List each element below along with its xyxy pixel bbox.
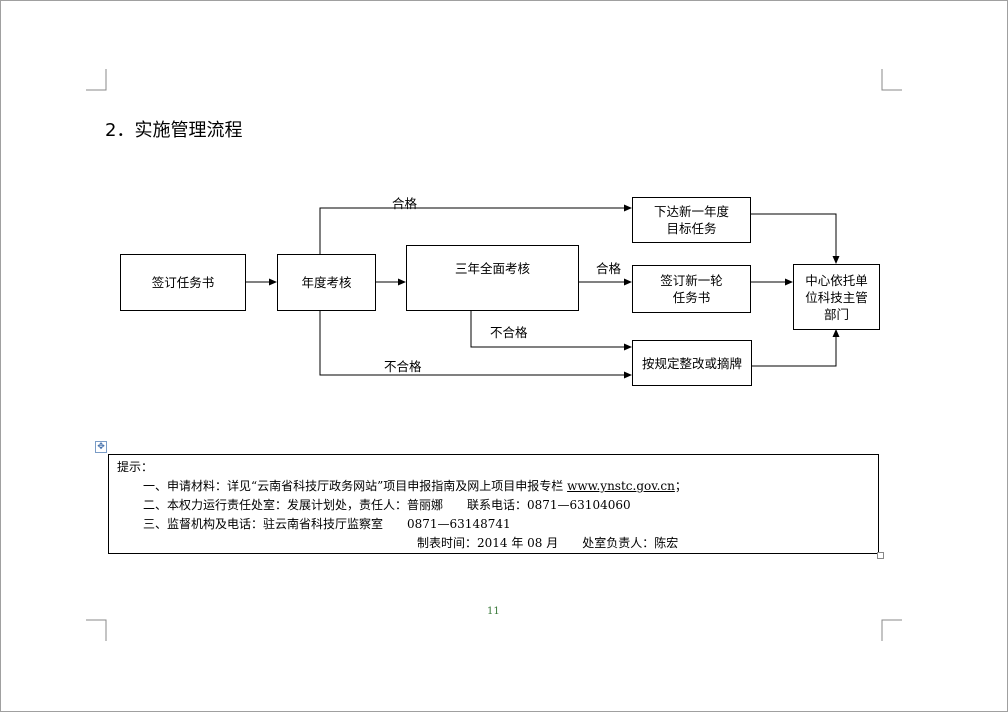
ynstc-link[interactable]: www.ynstc.gov.cn xyxy=(567,479,675,493)
box-rectify: 按规定整改或摘牌 xyxy=(632,340,752,386)
label-pass-top: 合格 xyxy=(392,196,418,211)
box-new-year-task: 下达新一年度 目标任务 xyxy=(632,197,751,243)
table-resize-handle[interactable] xyxy=(877,552,884,559)
tips-line-4: 制表时间：2014 年 08 月 处室负责人：陈宏 xyxy=(417,536,679,550)
tips-line-1-suffix: ； xyxy=(674,479,687,493)
tips-line-3: 三、监督机构及电话：驻云南省科技厅监察室 0871—63148741 xyxy=(143,517,511,531)
tips-line-1-text: 一、申请材料：详见“云南省科技厅政务网站”项目申报指南及网上项目申报专栏 xyxy=(143,479,568,493)
label-fail-bottom: 不合格 xyxy=(384,359,422,374)
tips-heading: 提示： xyxy=(117,460,154,474)
tips-table: 提示： 一、申请材料：详见“云南省科技厅政务网站”项目申报指南及网上项目申报专栏… xyxy=(108,454,879,554)
box-authority: 中心依托单 位科技主管 部门 xyxy=(793,264,880,330)
box-new-round-task: 签订新一轮 任务书 xyxy=(632,265,751,313)
box-three-year-review: 三年全面考核 xyxy=(406,245,579,311)
label-pass-mid: 合格 xyxy=(596,261,622,276)
tips-line-2: 二、本权力运行责任处室：发展计划处，责任人：普丽娜 联系电话：0871—6310… xyxy=(143,498,631,512)
table-move-handle-icon[interactable]: ✥ xyxy=(95,441,107,453)
page-number: 11 xyxy=(487,606,500,617)
section-title: 2．实施管理流程 xyxy=(105,120,243,141)
box-annual-review: 年度考核 xyxy=(277,254,376,311)
label-fail-mid: 不合格 xyxy=(490,325,528,340)
tips-line-1: 一、申请材料：详见“云南省科技厅政务网站”项目申报指南及网上项目申报专栏 www… xyxy=(143,477,687,494)
box-sign-task: 签订任务书 xyxy=(120,254,246,311)
